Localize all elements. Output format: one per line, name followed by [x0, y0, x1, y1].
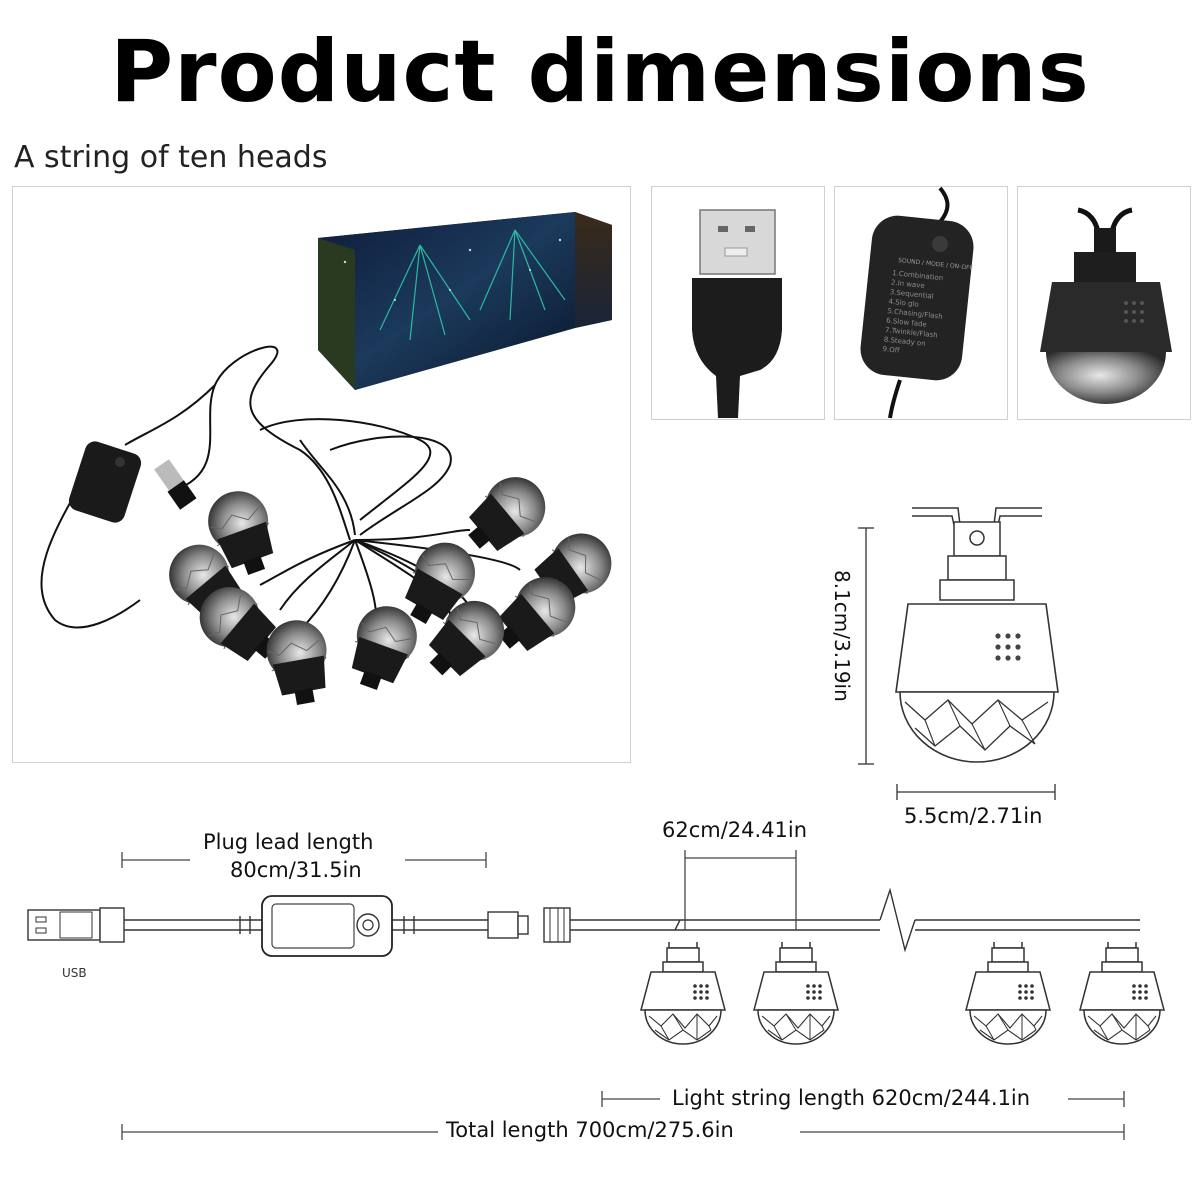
connector-icon: [487, 907, 571, 943]
controller-mode-item: 4.Slo glo: [888, 298, 919, 309]
bulb-line-drawing: [895, 507, 1059, 763]
page-title: Product dimensions: [110, 22, 1090, 122]
usb-plug-detail: [692, 209, 782, 418]
bulb-detail-photo: [1040, 207, 1172, 404]
spacing-dimension-line: [684, 850, 797, 930]
schematic-bulb-4: [1079, 941, 1165, 1045]
usb-label: USB: [62, 966, 87, 980]
controller-photo: [68, 441, 142, 523]
usb-plug-photo: [154, 459, 197, 510]
height-dimension-line: [858, 527, 874, 765]
width-label: 5.5cm/2.71in: [904, 804, 1043, 828]
plug-lead-value: 80cm/31.5in: [230, 858, 362, 882]
subtitle: A string of ten heads: [14, 140, 328, 175]
controller-mode-item: 9.Off: [882, 345, 900, 355]
total-length-dimension-line: [121, 1124, 1125, 1140]
cable-line: [124, 887, 1140, 953]
light-string-dimension-line: [601, 1091, 1125, 1107]
string-light-cables: [40, 345, 521, 631]
height-label: 8.1cm/3.19in: [830, 570, 854, 702]
bulb-heads-photo: [157, 465, 623, 709]
plug-lead-title: Plug lead length: [203, 830, 374, 854]
controller-box-icon: [261, 895, 393, 957]
controller-detail: [860, 186, 974, 419]
schematic-bulb-1: [640, 919, 726, 1045]
light-string-label: Light string length 620cm/244.1in: [672, 1086, 1031, 1110]
schematic-bulb-2: [753, 941, 839, 1045]
spacing-label: 62cm/24.41in: [662, 818, 808, 842]
controller-mode-item: 2.In wave: [891, 279, 926, 290]
plug-lead-dimension-line: [121, 852, 487, 868]
schematic-bulb-3: [965, 941, 1051, 1045]
total-length-label: Total length 700cm/275.6in: [446, 1118, 734, 1142]
packaging-box: [318, 212, 612, 390]
width-dimension-line: [896, 784, 1056, 800]
usb-connector-icon: [27, 907, 125, 943]
